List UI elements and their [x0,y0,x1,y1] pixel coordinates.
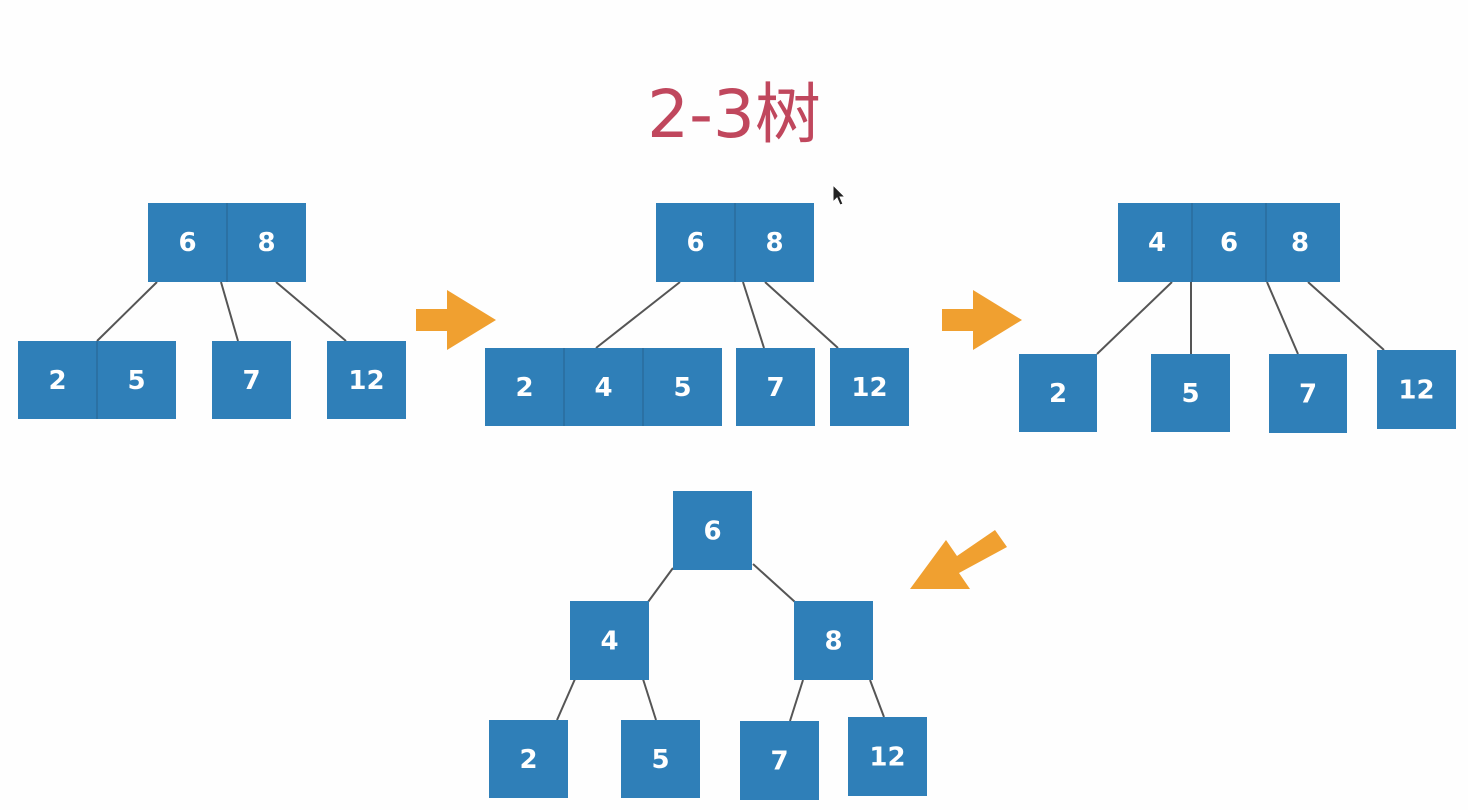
tree-node: 6 [673,491,752,570]
node-key: 8 [257,228,275,258]
tree-node: 4 6 8 [1118,203,1340,282]
edge [556,678,576,721]
edge [275,281,347,342]
slide-title: 2-3树 [647,76,821,153]
tree-node: 12 [848,717,927,796]
node-key: 4 [1148,228,1166,258]
node-key: 6 [703,517,721,547]
node-key: 2 [48,366,66,396]
edge [647,567,674,603]
edge [1096,281,1173,355]
stage-2-tree: 6 8 2 4 5 7 12 [485,203,909,426]
node-key: 7 [242,366,260,396]
node-key: 2 [519,745,537,775]
right-arrow-icon [942,290,1022,350]
node-key: 6 [686,228,704,258]
stage-3-tree: 4 6 8 2 5 7 12 [1019,203,1456,433]
edge [1266,281,1299,355]
tree-node: 8 [794,601,873,680]
tree-node: 5 [1151,354,1230,432]
tree-node: 7 [212,341,291,419]
node-key: 4 [594,373,612,403]
node-key: 7 [766,373,784,403]
node-key: 8 [1291,228,1309,258]
down-left-arrow-icon [910,530,1007,589]
node-key: 4 [600,627,618,657]
tree-node: 2 [489,720,568,798]
node-key: 8 [824,627,842,657]
tree-node: 7 [1269,354,1347,433]
node-key: 12 [851,373,887,403]
node-key: 6 [1220,228,1238,258]
edge [742,281,765,349]
tree-node: 7 [740,721,819,800]
tree-node: 2 4 5 [485,348,722,426]
mouse-cursor-icon [832,183,847,206]
edge [869,679,885,718]
node-key: 2 [1049,379,1067,409]
edge [789,679,804,722]
tree-node: 7 [736,348,815,426]
node-key: 12 [869,743,905,773]
right-arrow-icon [416,290,496,350]
edge [595,281,681,349]
stage-4-tree: 6 4 8 2 5 7 12 [489,491,927,800]
node-key: 2 [515,373,533,403]
node-key: 12 [348,366,384,396]
edge [1307,281,1385,351]
tree-node: 12 [830,348,909,426]
node-key: 5 [127,366,145,396]
node-key: 7 [1299,380,1317,410]
node-key: 7 [770,747,788,777]
stage-1-tree: 6 8 2 5 7 12 [18,203,406,419]
tree-node: 4 [570,601,649,680]
node-key: 12 [1398,376,1434,406]
node-key: 5 [1181,379,1199,409]
edge [96,281,158,342]
node-key: 5 [651,745,669,775]
tree-node: 2 5 [18,341,176,419]
edge [642,678,657,721]
tree-node: 12 [1377,350,1456,429]
node-key: 8 [765,228,783,258]
node-key: 5 [673,373,691,403]
tree-node: 6 8 [148,203,306,282]
tree-node: 5 [621,720,700,798]
edge [752,563,796,603]
tree-node: 6 8 [656,203,814,282]
tree-node: 12 [327,341,406,419]
node-key: 6 [178,228,196,258]
edge [764,281,839,349]
tree-node: 2 [1019,354,1097,432]
edge [220,281,239,342]
